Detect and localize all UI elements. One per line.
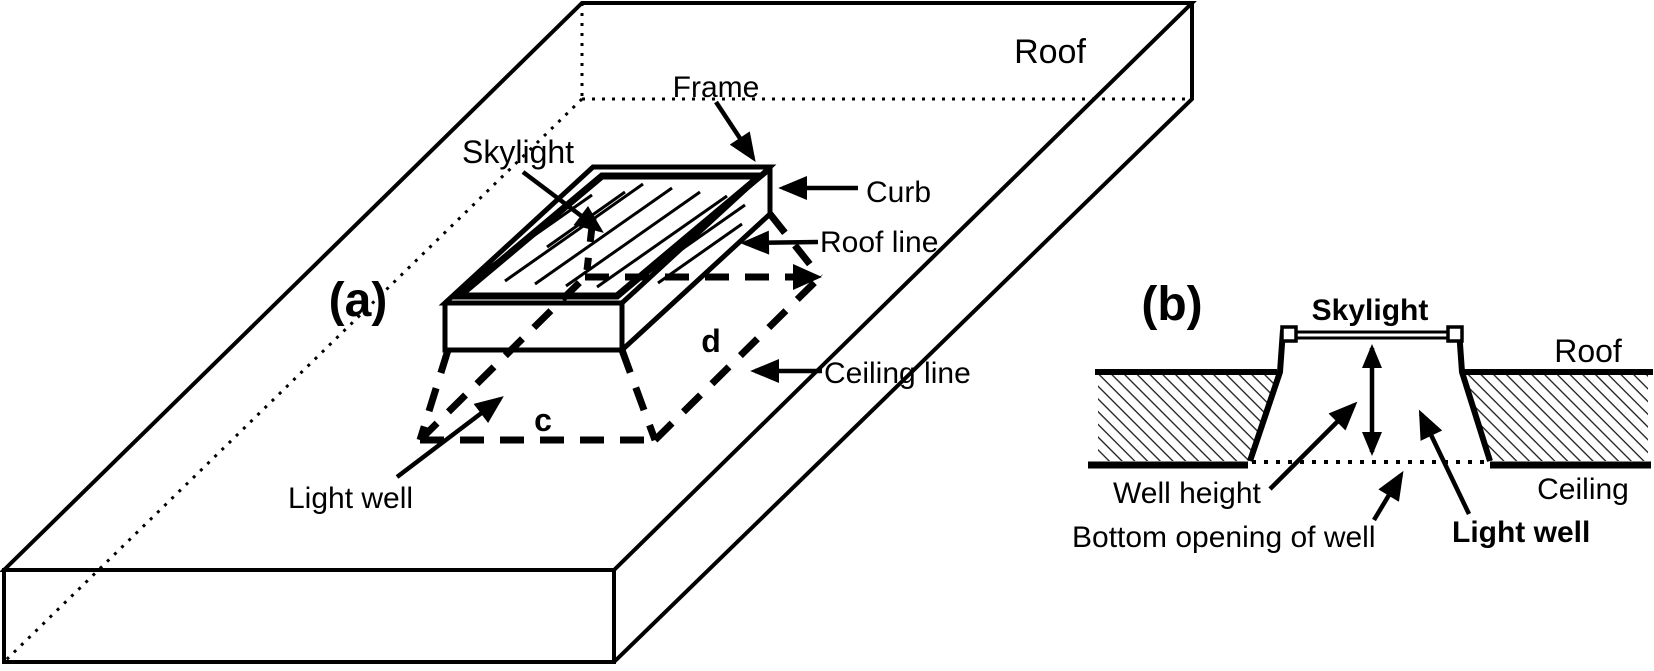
bottom-opening-label: Bottom opening of well	[1072, 521, 1376, 554]
roof-slab-section-left	[1098, 375, 1277, 461]
well-wall-left	[1247, 329, 1286, 462]
ceiling-opening-right-edge	[652, 274, 823, 443]
frame-arrow	[714, 100, 756, 163]
section-structure	[1088, 325, 1653, 469]
ceiling-line-label: Ceiling line	[824, 357, 971, 390]
slab-right-face	[612, 3, 1194, 664]
roof-line-arrow	[740, 230, 819, 255]
light-well-label-a: Light well	[288, 482, 413, 515]
skylight-curb-box	[438, 164, 777, 353]
roof-label-a: Roof	[1014, 33, 1086, 71]
skylight-arrow	[521, 170, 604, 233]
light-well-dashed-lines	[416, 211, 823, 444]
roof-slab	[0, 0, 1197, 664]
well-wall-right	[1456, 329, 1493, 462]
glazing-end-square-left	[1280, 325, 1298, 343]
well-height-label: Well height	[1113, 477, 1262, 510]
well-slant-back-right	[767, 211, 823, 280]
curb-label: Curb	[866, 176, 931, 209]
figure-a-callout-arrows	[395, 100, 858, 479]
glazing-double-line	[1296, 330, 1448, 340]
figure-b-callout-arrows	[1268, 401, 1472, 522]
figure-a-tag: (a)	[329, 274, 388, 327]
well-height-arrow	[1268, 401, 1358, 491]
back-edge-arrowhead	[793, 264, 822, 290]
light-well-label-b: Light well	[1452, 516, 1590, 549]
frame-label: Frame	[673, 71, 760, 104]
glazing-end-square-right	[1446, 325, 1464, 343]
skylight-label-b: Skylight	[1312, 294, 1429, 327]
ceiling-label-b: Ceiling	[1537, 473, 1629, 506]
light-well-arrow-a	[395, 396, 504, 479]
bottom-opening-arrow	[1372, 470, 1404, 522]
dimension-c-label: c	[534, 402, 552, 438]
roof-line-label: Roof line	[820, 226, 938, 259]
well-slant-front-left	[416, 348, 452, 442]
curb-front-face	[442, 303, 625, 353]
skylight-label-a: Skylight	[462, 134, 574, 170]
slab-hidden-edges	[2, 3, 1190, 664]
well-slant-front-right	[618, 348, 659, 442]
light-well-arrow-b	[1418, 409, 1472, 515]
figure-b-tag: (b)	[1141, 278, 1202, 331]
roof-label-b: Roof	[1554, 333, 1622, 369]
figure-a: (a) Roof Frame Skylight Curb Roof line C…	[0, 0, 1197, 664]
slab-front-face	[2, 568, 616, 664]
figure-b: (b) Skylight Roof Ceiling Well height Bo…	[1072, 278, 1653, 554]
roof-slab-section-right	[1464, 375, 1648, 461]
dimension-d-label: d	[701, 323, 721, 359]
